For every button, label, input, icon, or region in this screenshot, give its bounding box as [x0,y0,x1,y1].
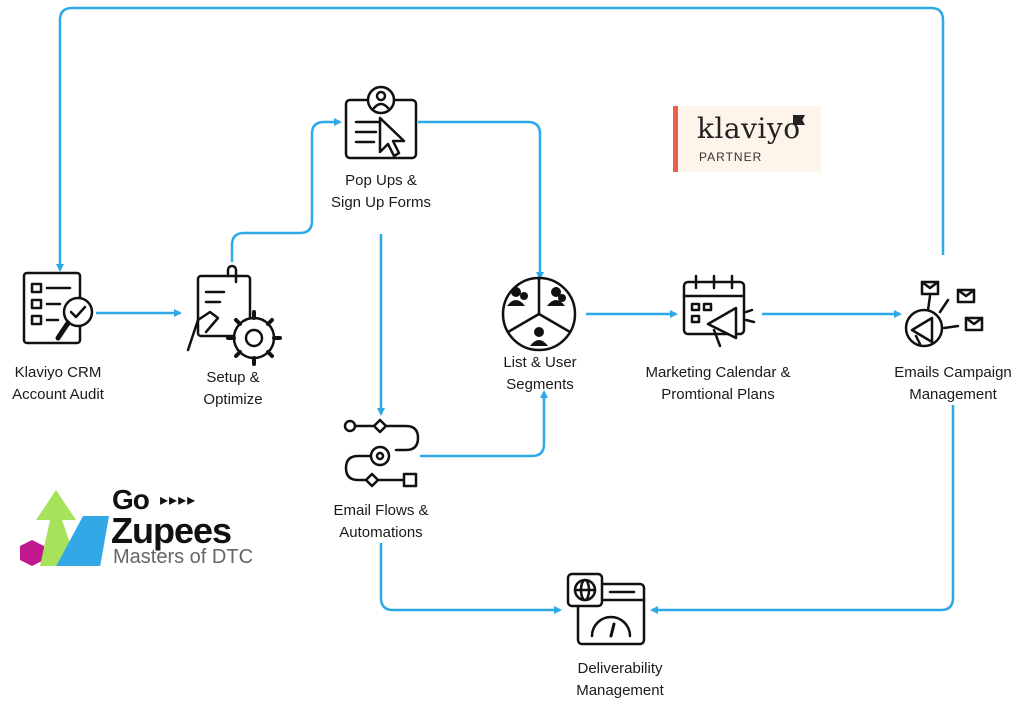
popup-form-cursor-icon [344,85,418,160]
gozupees-logo-mark [20,490,110,566]
node-label-segments: List & User Segments [503,352,576,396]
logo-go-text: Go [112,484,150,515]
connector-flows-to-deliverability [379,543,562,614]
node-label-calendar: Marketing Calendar & Promtional Plans [645,362,790,406]
node-label-segments-line2: Segments [506,376,574,393]
segments-pie-users-icon [501,276,577,352]
node-label-popups: Pop Ups & Sign Up Forms [331,170,431,214]
partner-tag: PARTNER [699,150,763,164]
klaviyo-partner-badge: klaviyo PARTNER [673,106,821,172]
node-label-audit-line2: Account Audit [12,386,104,403]
node-label-campaign-line2: Management [909,386,997,403]
node-label-flows-line2: Automations [339,524,423,541]
node-label-setup-line2: Optimize [203,391,263,408]
email-flows-automation-icon [343,418,420,488]
node-label-segments-line1: List & User [503,354,577,371]
email-campaign-megaphone-icon [904,280,984,348]
partner-brand-name: klaviyo [697,112,801,145]
node-label-campaign-line1: Emails Campaign [894,364,1012,381]
connector-campaign-to-audit [56,6,945,272]
flag-icon [793,115,805,125]
logo-tagline: Masters of DTC [113,546,254,568]
logo-name-text: Zupees [111,510,232,551]
logo-arrows: ▸▸▸▸ [160,492,197,509]
node-label-setup-line1: Setup & [206,369,260,386]
deliverability-browser-gauge-icon [566,572,646,646]
connector-setup-to-popups [230,118,342,262]
node-label-flows: Email Flows & Automations [333,500,428,544]
partner-accent-bar [673,106,678,172]
node-label-popups-line2: Sign Up Forms [330,194,432,211]
node-label-deliverability-line1: Deliverability [577,660,663,677]
node-label-calendar-line1: Marketing Calendar & [645,364,791,381]
node-label-flows-line1: Email Flows & [333,502,429,519]
calendar-megaphone-icon [682,274,756,348]
connector-flows-to-segments [420,390,548,458]
node-label-deliverability-line2: Management [576,682,664,699]
node-label-campaign: Emails Campaign Management [894,362,1012,406]
node-label-popups-line1: Pop Ups & [345,172,417,189]
node-label-audit-line1: Klaviyo CRM [14,364,102,381]
node-label-setup: Setup & Optimize [203,367,262,411]
node-label-calendar-line2: Promtional Plans [661,386,775,403]
setup-clipboard-gear-icon [186,264,282,366]
connector-popups-to-segments [418,120,544,280]
audit-checklist-icon [22,271,94,345]
node-label-audit: Klaviyo CRM Account Audit [12,362,104,406]
node-label-deliverability: Deliverability Management [576,658,664,702]
connector-campaign-to-deliverability [650,405,955,614]
